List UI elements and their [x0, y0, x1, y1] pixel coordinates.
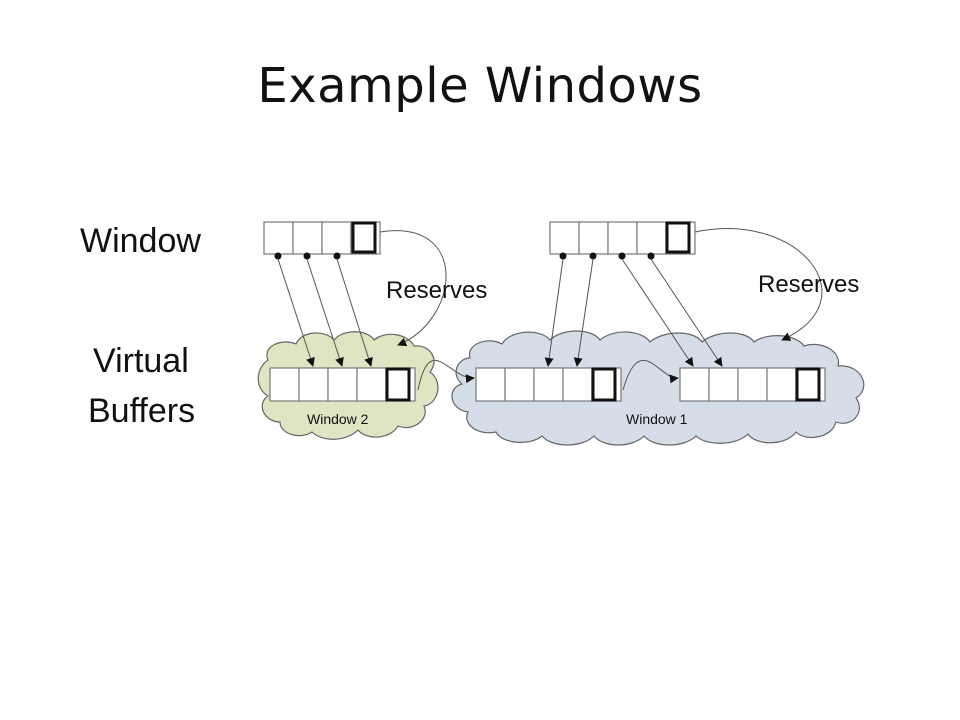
- buffer-w1b-slot-2: [708, 367, 739, 402]
- dot-right-1: [559, 252, 567, 260]
- buffer-w1b-slot-1: [679, 367, 710, 402]
- reserve-curve-left: [379, 230, 447, 347]
- chain-link-w1a-to-w1b: [622, 360, 679, 391]
- arrow-right-3: [621, 258, 694, 367]
- buffer-w2-slot-2: [298, 367, 329, 402]
- arrow-left-3: [336, 258, 373, 367]
- window1-cloud-label: Window 1: [626, 411, 688, 427]
- dot-left-2: [303, 252, 311, 260]
- window-right-slot-1: [549, 221, 580, 255]
- dot-right-4: [647, 252, 655, 260]
- buffer-w1a-slot-1: [475, 367, 506, 402]
- window-left-slot-2: [292, 221, 323, 255]
- dot-left-3: [333, 252, 341, 260]
- buffer-w1a-slot-2: [504, 367, 535, 402]
- window-left-reserve-box: [351, 221, 377, 254]
- buffer-w1a-slot-3: [533, 367, 564, 402]
- buffer-w1b-reserve-box: [795, 367, 821, 402]
- chain-link-w2-to-w1: [417, 360, 475, 391]
- buffer-w1a-slot-4: [562, 367, 593, 402]
- buffer-w2-slot-1: [269, 367, 300, 402]
- buffer-w1a-reserve-box: [591, 367, 617, 402]
- window-right-slot-2: [578, 221, 609, 255]
- buffer-w2-slot-4: [356, 367, 387, 402]
- buffers-row-label-line2: Buffers: [88, 392, 195, 430]
- slide-title: Example Windows: [257, 58, 703, 114]
- pointer-arrows: [277, 258, 723, 367]
- reserve-curve-right: [694, 228, 823, 341]
- buffer-w1b-slot-3: [737, 367, 768, 402]
- dot-left-1: [274, 252, 282, 260]
- reserves-label-right: Reserves: [758, 271, 859, 298]
- arrow-left-1: [277, 258, 315, 367]
- buffer-w2-reserve-box: [385, 367, 411, 402]
- window1-cloud: [451, 330, 865, 446]
- buffer-w1b-slot-4: [766, 367, 797, 402]
- window-row-label: Window: [80, 222, 201, 260]
- arrow-right-4: [650, 258, 723, 367]
- pointer-dots: [274, 252, 655, 260]
- window-left-slot-3: [321, 221, 352, 255]
- arrow-right-1: [544, 258, 564, 367]
- window-left-slot-1: [263, 221, 294, 255]
- window-right-reserve-box: [665, 221, 691, 254]
- dot-right-3: [618, 252, 626, 260]
- window2-cloud-label: Window 2: [307, 411, 369, 427]
- dot-right-2: [589, 252, 597, 260]
- virtual-row-label-line1: Virtual: [93, 342, 189, 380]
- buffer-w2-slot-3: [327, 367, 358, 402]
- reserves-label-left: Reserves: [386, 277, 487, 304]
- window-right-slot-3: [607, 221, 638, 255]
- arrow-right-2: [573, 258, 594, 367]
- arrow-left-2: [306, 258, 344, 367]
- window-right-slot-4: [636, 221, 667, 255]
